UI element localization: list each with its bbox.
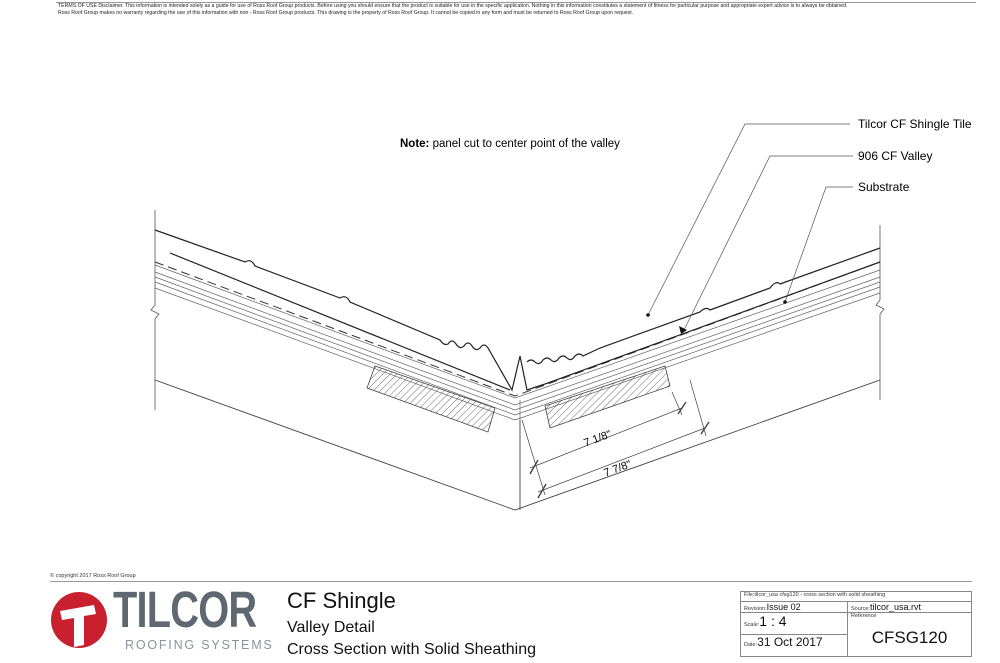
top-rule <box>56 2 976 3</box>
logo-tagline: ROOFING SYSTEMS <box>125 638 274 652</box>
shingle-tile <box>154 229 881 392</box>
copyright: © copyright 2017 Ross Roof Group <box>50 573 136 579</box>
date-value: 31 Oct 2017 <box>757 635 823 649</box>
callout-cf-valley: 906 CF Valley <box>858 149 932 163</box>
source-label: Source: <box>851 606 870 612</box>
tilcor-logo-mark <box>51 592 107 648</box>
break-lines <box>150 210 885 410</box>
leader-dot <box>783 300 787 304</box>
logo-brand: TILCOR <box>113 581 257 638</box>
valley-cross-section-drawing: 7 1/8" 7 7/8" Tilcor CF Shingle Tile 906… <box>150 117 972 511</box>
dimension-label-1: 7 1/8" <box>582 428 613 449</box>
disclaimer-line-2: Ross Roof Group makes no warranty regard… <box>58 9 634 16</box>
left-batten <box>366 365 496 433</box>
reference-label: Reference <box>851 613 877 619</box>
file-value: tilcor_usa cfsg120 - cross section with … <box>754 592 886 598</box>
disclaimer-line-1: TERMS OF USE Disclaimer. This informatio… <box>58 3 848 9</box>
roof-body <box>154 379 881 511</box>
valley-panel <box>154 261 881 397</box>
leader-lines <box>647 123 853 331</box>
revision-label: Revision: <box>744 606 767 612</box>
footer-rule <box>50 581 972 582</box>
scale-value: 1 : 4 <box>759 613 787 629</box>
substrate <box>154 264 881 421</box>
source-value: tilcor_usa.rvt <box>869 602 921 612</box>
title-block: File:tilcor_usa cfsg120 - cross section … <box>740 591 972 657</box>
note: Note: panel cut to center point of the v… <box>400 138 620 150</box>
leader-arrow <box>679 326 687 334</box>
drawing-subtitle-2: Cross Section with Solid Sheathing <box>287 641 537 658</box>
leader-dot <box>646 313 650 317</box>
dimension-label-2: 7 7/8" <box>602 458 633 479</box>
date-label: Date: <box>744 642 758 648</box>
scale-label: Scale: <box>744 622 760 628</box>
drawing-subtitle-1: Valley Detail <box>287 619 375 636</box>
reference-value: CFSG120 <box>871 628 948 647</box>
drawing-title: CF Shingle <box>287 588 396 613</box>
revision-value: Issue 02 <box>766 602 801 612</box>
dimension-lines <box>521 379 710 499</box>
callout-substrate: Substrate <box>858 180 910 194</box>
file-label: File: <box>744 592 755 598</box>
callout-shingle-tile: Tilcor CF Shingle Tile <box>858 117 972 131</box>
right-batten <box>544 365 671 429</box>
